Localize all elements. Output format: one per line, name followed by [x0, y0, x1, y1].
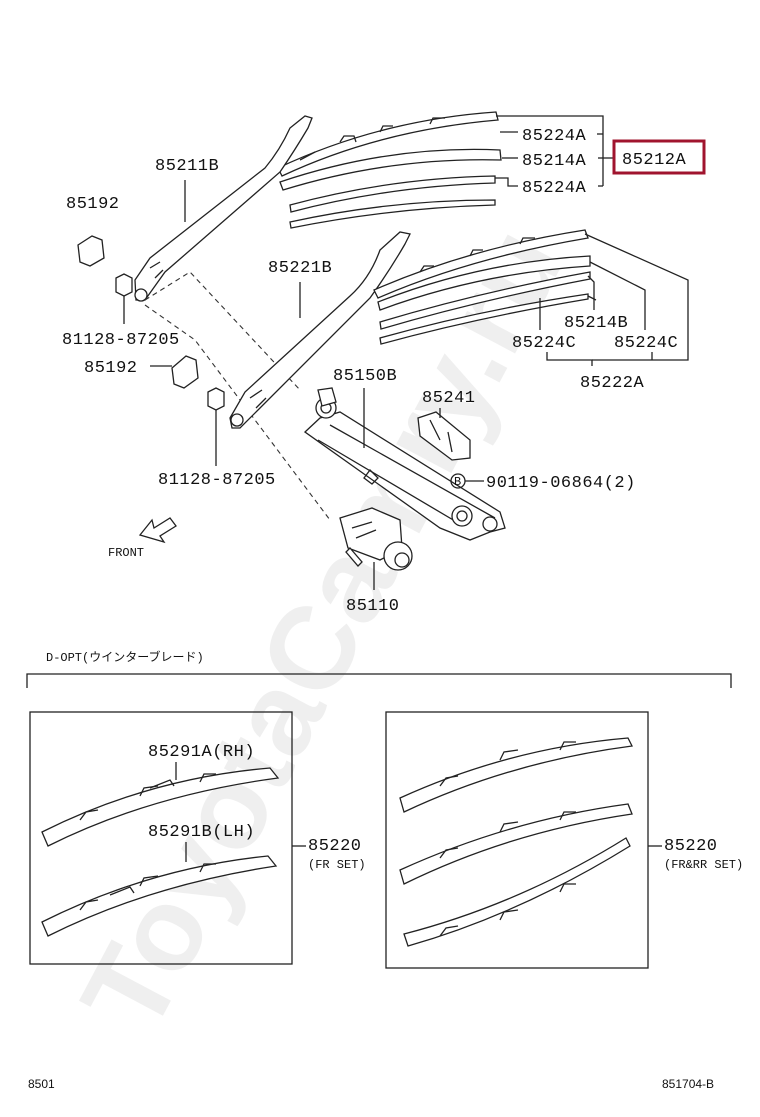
- nut-81128-bottom: [207, 387, 225, 466]
- option-bracket-line: [26, 673, 732, 688]
- leaders-top-set: [495, 115, 613, 187]
- label-85241: 85241: [422, 389, 476, 408]
- note-fr-rr-set: (FR&RR SET): [664, 858, 743, 872]
- footer-right-code: 851704-B: [662, 1077, 714, 1091]
- option-box-right: [385, 711, 649, 969]
- front-arrow-icon: [138, 517, 177, 544]
- wiper-motor-85110: [339, 507, 413, 571]
- blade-assembly-85222a: [373, 229, 591, 345]
- label-85212a: 85212A: [622, 151, 687, 170]
- label-85214b: 85214B: [564, 314, 628, 333]
- winter-blade-fr-2: [399, 803, 633, 885]
- label-85291a-rh: 85291A(RH): [148, 743, 255, 762]
- leaders-middle-set: [539, 233, 689, 366]
- label-85222a: 85222A: [580, 374, 645, 393]
- cap-85192-top: [77, 235, 105, 267]
- label-85110: 85110: [346, 597, 400, 616]
- blade-assembly-85212a: [277, 111, 502, 229]
- winter-blade-fr-1: [399, 737, 633, 813]
- label-85192-top: 85192: [66, 195, 120, 214]
- footer-left-code: 8501: [28, 1077, 55, 1091]
- label-81128-top: 81128-87205: [62, 331, 180, 350]
- label-85224a-top: 85224A: [522, 127, 587, 146]
- label-85224c-right: 85224C: [614, 334, 678, 353]
- wiper-linkage-85150b: [303, 387, 506, 541]
- label-85224a-bottom: 85224A: [522, 179, 587, 198]
- label-90119: 90119-06864(2): [486, 474, 636, 493]
- bracket-85241: [417, 411, 471, 461]
- label-81128-bottom: 81128-87205: [158, 471, 276, 490]
- option-header: D-OPT(ウインターブレード): [46, 649, 204, 665]
- highlight-box-85212a: [612, 139, 706, 175]
- cap-85192-mid: [171, 355, 199, 389]
- wiper-arm-85221b: [229, 231, 411, 429]
- wiper-arm-85211b: [134, 115, 313, 302]
- label-85214a: 85214A: [522, 152, 587, 171]
- label-85150b: 85150B: [333, 367, 397, 386]
- label-85291b-lh: 85291B(LH): [148, 823, 255, 842]
- label-85220-fr-rr-set: 85220: [664, 837, 718, 856]
- front-label: FRONT: [108, 546, 144, 560]
- label-85211b: 85211B: [155, 157, 219, 176]
- winter-blade-rr: [403, 837, 631, 947]
- winter-blade-lh: [41, 855, 278, 937]
- note-fr-set: (FR SET): [308, 858, 366, 872]
- label-85220-fr-set: 85220: [308, 837, 362, 856]
- label-85221b: 85221B: [268, 259, 332, 278]
- marker-b-text: B: [454, 475, 461, 489]
- label-85224c-left: 85224C: [512, 334, 576, 353]
- option-box-left: [29, 711, 293, 965]
- label-85192-mid: 85192: [84, 359, 138, 378]
- nut-81128-top: [115, 273, 133, 324]
- winter-blade-rh: [41, 767, 280, 847]
